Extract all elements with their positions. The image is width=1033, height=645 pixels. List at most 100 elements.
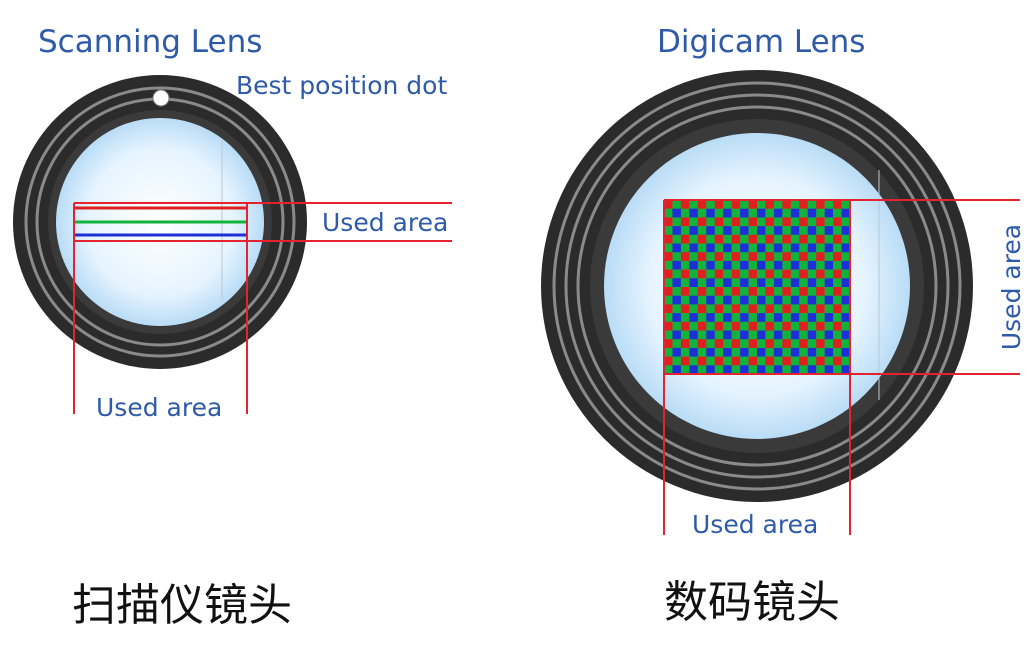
bayer-pixel [757,208,766,218]
bayer-pixel [824,226,834,236]
bayer-pixel [824,347,834,357]
bayer-pixel [765,304,775,314]
bayer-pixel [824,365,834,375]
bayer-pixel [807,278,817,288]
bayer-pixel [773,252,783,262]
bayer-pixel [731,339,741,349]
bayer-pixel [697,217,707,227]
bayer-pixel [833,269,842,279]
bayer-pixel [714,234,724,244]
bayer-pixel [731,356,741,366]
bayer-pixel [757,252,766,262]
bayer-pixel [664,243,673,253]
bayer-pixel [740,243,749,253]
bayer-pixel [664,321,673,331]
bayer-pixel [807,234,817,244]
bayer-pixel [824,252,834,262]
bayer-pixel [714,278,724,288]
bayer-pixel [664,234,673,244]
bayer-pixel [714,226,724,236]
bayer-pixel [740,295,749,305]
bayer-pixel [807,321,817,331]
bayer-pixel [714,269,724,279]
bayer-pixel [841,365,851,375]
bayer-pixel [824,295,834,305]
bayer-pixel [740,208,749,218]
bayer-pixel [833,365,842,375]
bayer-pixel [689,321,699,331]
bayer-pixel [833,347,842,357]
bayer-pixel [723,217,732,227]
bayer-pixel [833,200,842,209]
bayer-pixel [757,313,766,323]
bayer-pixel [680,208,690,218]
bayer-pixel [816,304,825,314]
bayer-pixel [706,321,716,331]
bayer-pixel [773,321,783,331]
bayer-pixel [765,234,775,244]
digicam-lens-title: Digicam Lens [657,24,865,60]
bayer-pixel [807,208,817,218]
bayer-pixel [740,313,749,323]
bayer-pixel [664,295,673,305]
bayer-pixel [740,321,749,331]
bayer-pixel [765,243,775,253]
bayer-pixel [841,339,851,349]
bayer-pixel [680,226,690,236]
bayer-pixel [714,287,724,296]
bayer-pixel [723,260,732,270]
bayer-pixel [824,356,834,366]
bayer-pixel [706,356,716,366]
bayer-pixel [765,339,775,349]
bayer-pixel [689,208,699,218]
bayer-pixel [748,252,758,262]
bayer-pixel [833,356,842,366]
bayer-sensor-grid [664,200,851,375]
bayer-pixel [799,260,809,270]
bayer-pixel [723,287,732,296]
bayer-pixel [731,365,741,375]
bayer-pixel [714,356,724,366]
bayer-pixel [807,365,817,375]
bayer-pixel [706,260,716,270]
bayer-pixel [799,295,809,305]
bayer-pixel [799,243,809,253]
bayer-pixel [841,330,851,340]
bayer-pixel [757,287,766,296]
bayer-pixel [697,347,707,357]
bayer-pixel [672,208,682,218]
bayer-pixel [680,313,690,323]
bayer-pixel [664,208,673,218]
bayer-pixel [723,365,732,375]
bayer-pixel [816,321,825,331]
bayer-pixel [757,365,766,375]
bayer-pixel [833,260,842,270]
bayer-pixel [799,313,809,323]
scanning-lens-panel: Scanning Lens Best position dot Used are… [13,24,452,631]
bayer-pixel [773,330,783,340]
bayer-pixel [807,243,817,253]
bayer-pixel [807,260,817,270]
bayer-pixel [807,304,817,314]
bayer-pixel [680,269,690,279]
bayer-pixel [790,200,800,209]
bayer-pixel [816,226,825,236]
bayer-pixel [723,339,732,349]
bayer-pixel [824,200,834,209]
bayer-pixel [841,295,851,305]
bayer-pixel [697,278,707,288]
bayer-pixel [824,260,834,270]
bayer-pixel [841,304,851,314]
bayer-pixel [773,243,783,253]
bayer-pixel [773,304,783,314]
bayer-pixel [782,313,792,323]
bayer-pixel [714,252,724,262]
bayer-pixel [723,295,732,305]
bayer-pixel [782,304,792,314]
bayer-pixel [816,269,825,279]
bayer-pixel [799,321,809,331]
bayer-pixel [680,217,690,227]
bayer-pixel [664,339,673,349]
bayer-pixel [757,200,766,209]
bayer-pixel [782,321,792,331]
